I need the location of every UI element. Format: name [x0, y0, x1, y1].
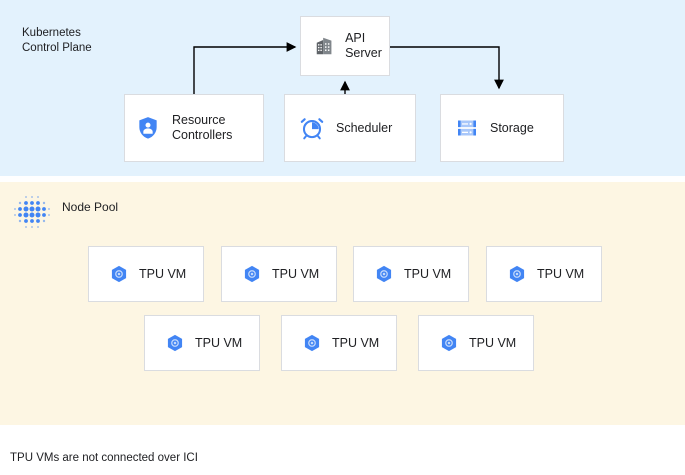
- tpu-vm-label: TPU VM: [537, 267, 585, 281]
- node-resource-controllers[interactable]: Resource Controllers: [124, 94, 264, 162]
- node-scheduler[interactable]: Scheduler: [284, 94, 416, 162]
- hexagon-gear-icon: [109, 264, 129, 284]
- tpu-vm-box[interactable]: TPU VM: [353, 246, 469, 302]
- tpu-vm-label: TPU VM: [272, 267, 320, 281]
- shield-person-icon: [135, 115, 161, 141]
- hexagon-gear-icon: [302, 333, 322, 353]
- hexagon-gear-icon: [439, 333, 459, 353]
- hexagon-gear-icon: [374, 264, 394, 284]
- diagram-caption: TPU VMs are not connected over ICI: [10, 452, 198, 464]
- tpu-vm-label: TPU VM: [404, 267, 452, 281]
- tpu-vm-label: TPU VM: [469, 336, 517, 350]
- tpu-vm-box[interactable]: TPU VM: [281, 315, 397, 371]
- node-api-server[interactable]: API Server: [300, 16, 390, 76]
- server-rack-icon: [455, 116, 479, 140]
- tpu-vm-box[interactable]: TPU VM: [221, 246, 337, 302]
- hexagon-gear-icon: [507, 264, 527, 284]
- tpu-vm-box[interactable]: TPU VM: [144, 315, 260, 371]
- node-resource-controllers-label: Resource Controllers: [172, 113, 233, 142]
- hexagon-gear-icon: [165, 333, 185, 353]
- node-storage-label: Storage: [490, 120, 534, 135]
- hexagon-gear-icon: [242, 264, 262, 284]
- tpu-vm-box[interactable]: TPU VM: [486, 246, 602, 302]
- tpu-vm-label: TPU VM: [332, 336, 380, 350]
- tpu-vm-box[interactable]: TPU VM: [418, 315, 534, 371]
- tpu-vm-label: TPU VM: [195, 336, 243, 350]
- node-scheduler-label: Scheduler: [336, 120, 393, 135]
- node-api-server-label: API Server: [345, 31, 382, 60]
- tpu-vm-label: TPU VM: [139, 267, 187, 281]
- dot-grid-icon: [12, 192, 52, 232]
- alarm-clock-icon: [299, 115, 325, 141]
- node-pool-section: [0, 182, 685, 425]
- node-pool-title: Node Pool: [62, 200, 119, 214]
- building-icon: [314, 35, 336, 57]
- control-plane-title: Kubernetes Control Plane: [22, 27, 92, 54]
- node-storage[interactable]: Storage: [440, 94, 564, 162]
- tpu-vm-box[interactable]: TPU VM: [88, 246, 204, 302]
